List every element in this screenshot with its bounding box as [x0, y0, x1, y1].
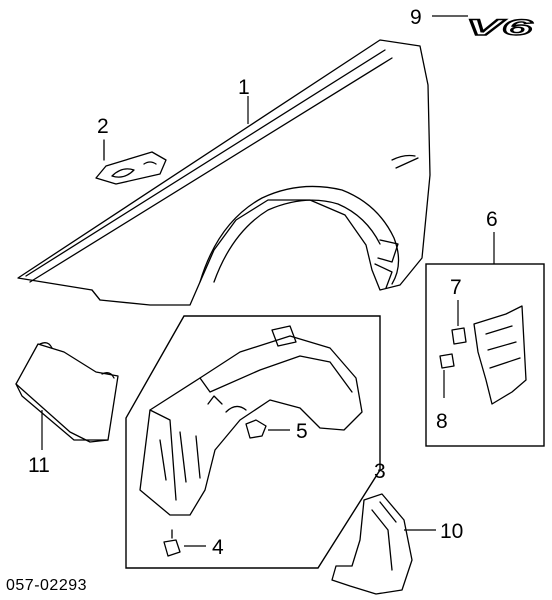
fender-bracket — [95, 139, 167, 185]
mudguard — [331, 493, 436, 595]
front-fender — [17, 39, 431, 306]
clip-7 — [451, 300, 467, 345]
inner-fender-liner — [139, 325, 363, 516]
side-cover — [15, 342, 119, 450]
callout-8: 8 — [436, 410, 448, 433]
callout-9: 9 — [410, 6, 422, 29]
callout-11: 11 — [28, 454, 50, 477]
callout-1: 1 — [238, 76, 250, 99]
clip-8 — [439, 353, 455, 398]
callout-7: 7 — [450, 276, 462, 299]
callout-6: 6 — [486, 208, 498, 231]
splash-guard-kit-group — [425, 232, 545, 447]
callout-3: 3 — [374, 460, 386, 483]
callout-2: 2 — [97, 115, 109, 138]
v6-emblem: V6 — [432, 14, 535, 41]
inner-fender-group — [125, 315, 381, 569]
callout-5: 5 — [296, 420, 308, 443]
screw-5 — [245, 419, 290, 439]
callout-10: 10 — [440, 520, 463, 543]
v6-emblem-text: V6 — [466, 15, 534, 40]
clip-4 — [163, 529, 206, 557]
splash-guard — [473, 305, 527, 405]
catalog-number: 057-02293 — [6, 577, 87, 594]
callout-4: 4 — [212, 536, 224, 559]
